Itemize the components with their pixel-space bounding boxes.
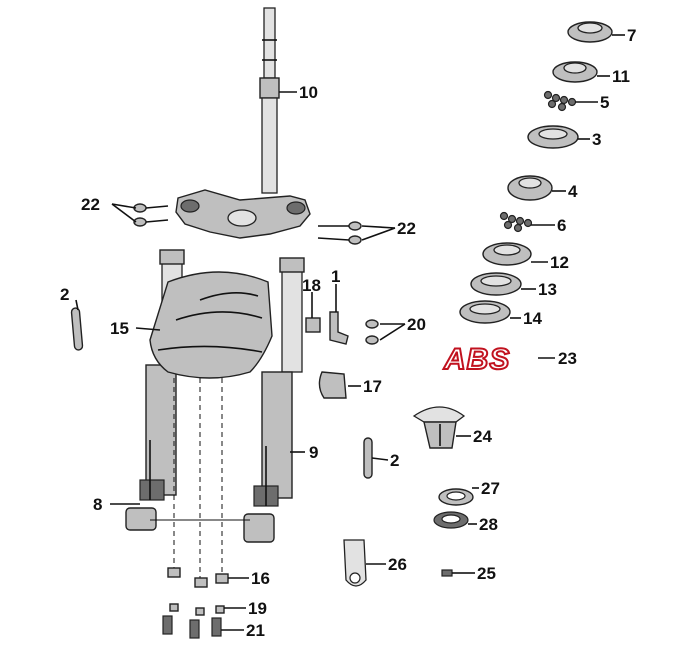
callout-labels: 10 7 11 5 3 4 6 12 13 14 22 22 2 15 18 1… xyxy=(60,26,636,640)
callout-1: 1 xyxy=(331,267,340,286)
callout-18: 18 xyxy=(302,276,321,295)
callout-9: 9 xyxy=(309,443,318,462)
bearing-stack xyxy=(459,21,613,324)
front-fender xyxy=(149,271,273,379)
callout-13: 13 xyxy=(538,280,557,299)
fork-right xyxy=(243,257,305,543)
callout-2-left: 2 xyxy=(60,285,69,304)
callout-19: 19 xyxy=(248,599,267,618)
clamp-bolts-left xyxy=(133,203,169,227)
callout-3: 3 xyxy=(592,130,601,149)
callout-4: 4 xyxy=(568,182,578,201)
callout-23: 23 xyxy=(558,349,577,368)
callout-20: 20 xyxy=(407,315,426,334)
callout-21: 21 xyxy=(246,621,265,640)
callout-8: 8 xyxy=(93,495,102,514)
callout-22-left: 22 xyxy=(81,195,100,214)
callout-17: 17 xyxy=(363,377,382,396)
callout-24: 24 xyxy=(473,427,492,446)
seal-rings xyxy=(433,488,474,529)
push-clip xyxy=(412,406,466,449)
axle-guides xyxy=(150,378,250,578)
triple-clamp xyxy=(175,189,311,239)
callout-27: 27 xyxy=(481,479,500,498)
ball-row-lower xyxy=(499,211,533,233)
bracket-and-screw xyxy=(343,539,462,587)
clamp-bolts-right xyxy=(317,221,362,245)
callout-6: 6 xyxy=(557,216,566,235)
callout-5: 5 xyxy=(600,93,609,112)
callout-2-right: 2 xyxy=(390,451,399,470)
callout-22-right: 22 xyxy=(397,219,416,238)
callout-11: 11 xyxy=(612,67,630,86)
callout-10: 10 xyxy=(299,83,318,102)
steering-stem xyxy=(259,7,280,194)
leader-lines xyxy=(75,34,625,631)
misc-small-parts xyxy=(70,307,379,479)
callout-14: 14 xyxy=(523,309,542,328)
ball-row-upper xyxy=(543,90,577,112)
callout-16: 16 xyxy=(251,569,270,588)
callout-7: 7 xyxy=(627,26,636,45)
callout-26: 26 xyxy=(388,555,407,574)
bottom-bolts xyxy=(162,567,229,639)
callout-25: 25 xyxy=(477,564,496,583)
abs-logo: ABS xyxy=(443,343,510,376)
callout-12: 12 xyxy=(550,253,569,272)
callout-15: 15 xyxy=(110,319,129,338)
callout-28: 28 xyxy=(479,515,498,534)
